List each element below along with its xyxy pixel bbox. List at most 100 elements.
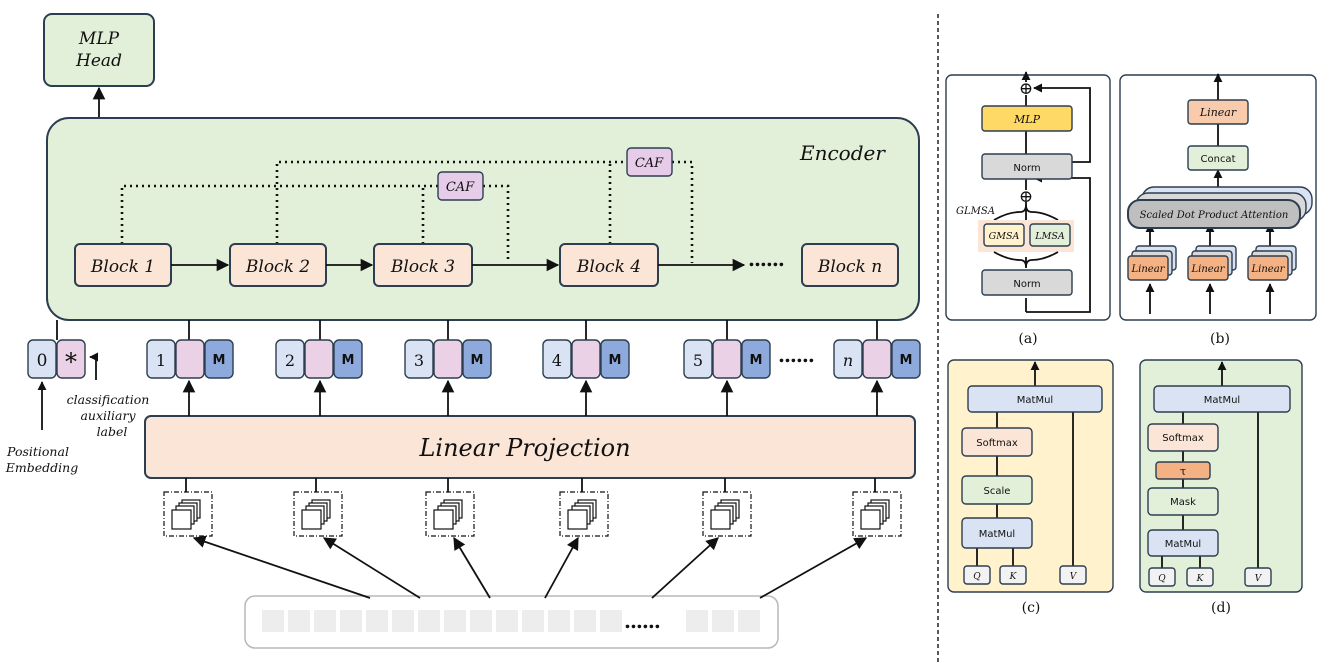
panel-d-mask-label: Mask bbox=[1170, 497, 1196, 508]
mlp-head-box bbox=[43, 13, 155, 87]
panel-a-lmsa-label: LMSA bbox=[1034, 231, 1065, 242]
block-4-label: Block 4 bbox=[576, 257, 641, 277]
aux-label-3: label bbox=[97, 424, 128, 439]
panel-c-matmul-bottom-label: MatMul bbox=[979, 529, 1015, 540]
panel-d-matmul-bottom bbox=[1147, 529, 1219, 557]
panel-b-sdpa bbox=[1127, 199, 1301, 229]
token-1-label: 1 bbox=[156, 351, 166, 370]
panel-d-matmul-top-label: MatMul bbox=[1204, 395, 1240, 406]
panel-c-matmul-bottom bbox=[961, 517, 1033, 549]
panel-b-linear-stack-v: Linear bbox=[1247, 245, 1297, 281]
panel-a-mlp-label: MLP bbox=[1013, 113, 1041, 126]
mask-symbol-4: M bbox=[609, 353, 622, 368]
input-sequence-cells bbox=[262, 610, 760, 632]
patch-token-n: n M bbox=[833, 339, 921, 379]
panel-d-v-box bbox=[1244, 567, 1272, 587]
panel-b-linear-top-label: Linear bbox=[1199, 106, 1237, 119]
panel-a-brace-top bbox=[993, 204, 1059, 221]
panel-c-caption: (c) bbox=[1022, 600, 1041, 616]
mlp-head-label-2: Head bbox=[75, 51, 122, 71]
panel-c-q-box bbox=[963, 565, 991, 585]
input-sequence-ellipsis: ...... bbox=[624, 609, 660, 633]
panel-b-linear-k-label: Linear bbox=[1191, 264, 1226, 275]
token-3-label: 3 bbox=[414, 351, 424, 370]
panel-d-v-label: V bbox=[1255, 574, 1263, 584]
block-3-label: Block 3 bbox=[390, 257, 455, 277]
panel-a-brace-bottom bbox=[993, 251, 1059, 268]
panel-d-caption: (d) bbox=[1211, 600, 1231, 616]
panel-d-matmul-bottom-label: MatMul bbox=[1165, 539, 1201, 550]
caf-box-2 bbox=[626, 147, 673, 177]
patch-stack-2 bbox=[293, 478, 343, 537]
panel-c-k-label: K bbox=[1009, 572, 1018, 582]
patch-stack-4 bbox=[559, 478, 609, 537]
mask-symbol-1: M bbox=[213, 353, 226, 368]
panel-c-matmul-top bbox=[967, 385, 1103, 413]
panel-a-caption: (a) bbox=[1018, 331, 1037, 347]
token-0-label: 0 bbox=[37, 351, 48, 371]
pos-emb-label-1: Positional bbox=[6, 444, 69, 459]
panel-b-linear-stack-q: Linear bbox=[1127, 245, 1177, 281]
panel-d-tau-label: τ bbox=[1180, 465, 1186, 478]
patch-token-3: 3 M bbox=[404, 339, 492, 379]
caf-connection-1 bbox=[120, 184, 438, 244]
token-connectors bbox=[56, 320, 878, 340]
token-star-label: * bbox=[65, 348, 77, 376]
panel-d-softmax-label: Softmax bbox=[1162, 433, 1204, 444]
blocks-ellipsis: ...... bbox=[748, 247, 784, 271]
panel-a-add-symbol-mid: ⊕ bbox=[1019, 187, 1033, 207]
panel-d-softmax bbox=[1147, 423, 1219, 452]
panel-b-linear-top bbox=[1187, 99, 1249, 125]
panel-a-mlp-box bbox=[981, 105, 1073, 132]
projection-up-arrows bbox=[182, 379, 884, 416]
token-5-label: 5 bbox=[693, 351, 703, 370]
class-token: 0 * bbox=[27, 339, 86, 379]
patch-token-4: 4 M bbox=[542, 339, 630, 379]
panel-c-k-box bbox=[999, 565, 1027, 585]
panel-d-matmul-top bbox=[1153, 385, 1291, 413]
panel-c-matmul-top-label: MatMul bbox=[1017, 395, 1053, 406]
patch-stack-1 bbox=[163, 478, 213, 537]
panel-c-scale-label: Scale bbox=[984, 486, 1011, 497]
block-1-label: Block 1 bbox=[90, 257, 155, 277]
panel-b-concat bbox=[1187, 145, 1249, 171]
panel-c-lines bbox=[976, 361, 1074, 566]
patch-token-1: 1 M bbox=[146, 339, 234, 379]
panel-d-q-label: Q bbox=[1158, 574, 1166, 584]
token-n-label: n bbox=[843, 351, 853, 370]
caf-connection-2 bbox=[483, 184, 510, 263]
panel-c-softmax-label: Softmax bbox=[976, 438, 1018, 449]
panel-c-scale bbox=[961, 475, 1033, 505]
mlp-head-label-1: MLP bbox=[78, 29, 120, 49]
encoder-box bbox=[46, 117, 920, 321]
patch-token-5: 5 M bbox=[683, 339, 771, 379]
panel-d-k-label: K bbox=[1196, 574, 1205, 584]
linear-projection-box bbox=[144, 415, 916, 479]
panel-b-sdpa-label: Scaled Dot Product Attention bbox=[1140, 210, 1289, 221]
panel-b-caption: (b) bbox=[1210, 331, 1230, 347]
aux-label-arrow bbox=[89, 352, 99, 380]
aux-label-1: classification bbox=[67, 392, 150, 407]
linear-projection-label: Linear Projection bbox=[418, 434, 630, 462]
panel-a-gmsa-label: GMSA bbox=[989, 231, 1020, 242]
panel-a-lmsa-box bbox=[1029, 223, 1071, 247]
caf-label-2: CAF bbox=[635, 156, 664, 171]
token-4-label: 4 bbox=[552, 351, 562, 370]
caf-label-1: CAF bbox=[446, 180, 475, 195]
panel-a-norm-top bbox=[981, 153, 1073, 180]
panel-b-linear-v-label: Linear bbox=[1251, 264, 1286, 275]
mask-symbol-3: M bbox=[471, 353, 484, 368]
panel-d-q-box bbox=[1148, 567, 1176, 587]
panel-b-linear-stack-k: Linear bbox=[1187, 245, 1237, 281]
mask-symbol-2: M bbox=[342, 353, 355, 368]
caf-connection-5 bbox=[672, 160, 694, 263]
pos-emb-label-2: Embedding bbox=[5, 460, 78, 475]
aux-label-2: auxiliary bbox=[80, 408, 136, 423]
panel-a-norm-bottom-label: Norm bbox=[1013, 279, 1040, 290]
encoder-label: Encoder bbox=[799, 141, 886, 165]
patch-token-2: 2 M bbox=[275, 339, 363, 379]
mask-symbol-5: M bbox=[750, 353, 763, 368]
panel-b-concat-label: Concat bbox=[1201, 154, 1236, 165]
block-2-label: Block 2 bbox=[245, 257, 310, 277]
